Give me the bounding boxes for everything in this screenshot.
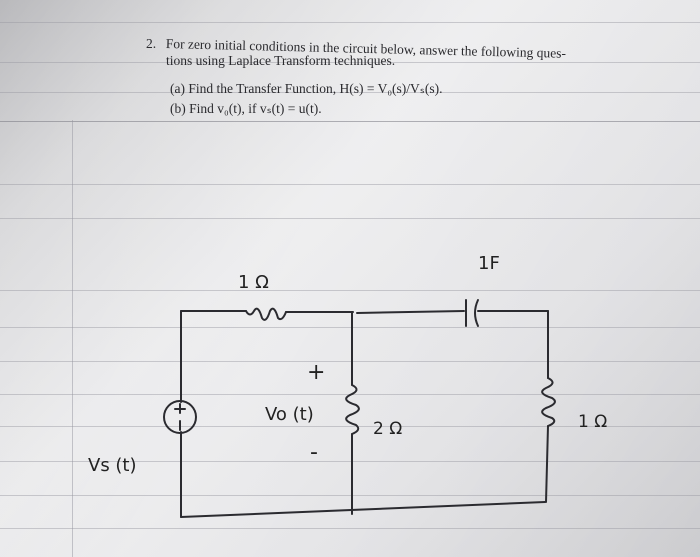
resistor-1-ohm-symbol bbox=[245, 307, 287, 321]
resistor-right-1-ohm-symbol bbox=[541, 377, 556, 427]
minus-sign: - bbox=[310, 440, 318, 465]
top-right-wire bbox=[356, 310, 465, 314]
resistor-1-ohm-label: 1 Ω bbox=[238, 272, 269, 293]
part-b: (b) Find v₀(t), if vₛ(t) = u(t). bbox=[170, 101, 322, 116]
resistor-2-ohm-label: 2 Ω bbox=[373, 419, 403, 439]
voltage-source-icon bbox=[163, 400, 197, 434]
problem-number: 2. bbox=[146, 36, 157, 51]
source-label: Vs (t) bbox=[88, 455, 137, 476]
vo-label: Vo (t) bbox=[265, 404, 314, 425]
capacitor-plate-2 bbox=[474, 299, 479, 327]
capacitor-1f-label: 1F bbox=[478, 253, 500, 274]
right-wire-bottom bbox=[545, 425, 549, 503]
problem-line-2: tions using Laplace Transform techniques… bbox=[166, 53, 396, 68]
plus-sign: + bbox=[307, 360, 326, 385]
part-a: (a) Find the Transfer Function, H(s) = V… bbox=[170, 81, 443, 96]
bottom-wire bbox=[180, 501, 546, 518]
resistor-right-1-ohm-label: 1 Ω bbox=[578, 412, 608, 432]
resistor-2-ohm-symbol bbox=[345, 384, 360, 435]
